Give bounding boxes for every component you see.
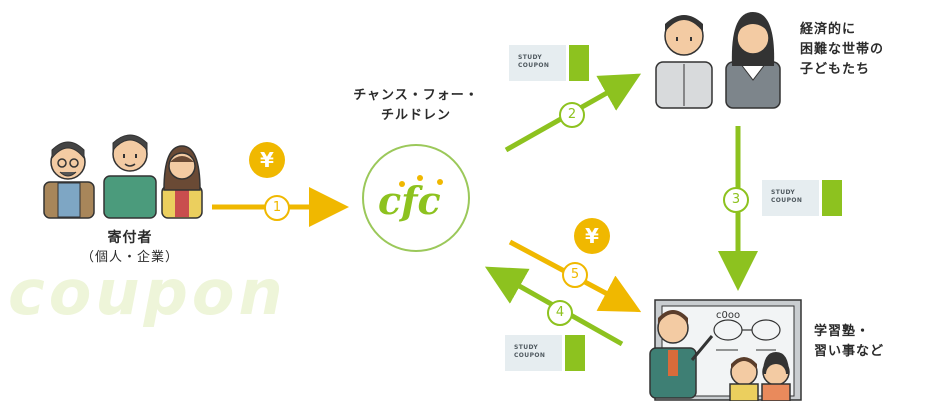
children-illustration [655,12,781,109]
study-coupon-to-children: STUDY COUPON [509,45,589,81]
coupon-line1: STUDY [514,344,539,351]
donor-label: 寄付者 （個人・企業） [70,228,190,268]
coupon-line2: COUPON [518,62,550,69]
coupon-watermark: coupon [8,256,287,329]
organization-label: チャンス・フォー・ チルドレン [336,86,496,126]
study-coupon-to-org: STUDY COUPON [505,335,585,371]
school-line1: 学習塾・ [814,324,871,339]
step-4-badge: 4 [547,300,573,326]
donors-illustration [43,134,203,219]
school-label: 学習塾・ 習い事など [814,322,932,362]
yen-badge-payment: ¥ [574,218,610,254]
children-line1: 経済的に [800,22,857,37]
step-5-badge: 5 [562,262,588,288]
coupon-line2: COUPON [514,352,546,359]
coupon-line1: STUDY [771,189,796,196]
children-line3: 子どもたち [800,62,871,77]
school-line2: 習い事など [814,344,885,359]
organization-logo-circle [362,144,470,252]
step-2-badge: 2 [559,102,585,128]
org-name-line2: チルドレン [380,108,451,123]
study-coupon-to-school: STUDY COUPON [762,180,842,216]
yen-badge-donation: ¥ [249,142,285,178]
school-illustration: c0oo [649,299,802,401]
children-line2: 困難な世帯の [800,42,885,57]
step-1-badge: 1 [264,195,290,221]
svg-text:c0oo: c0oo [716,310,740,321]
children-label: 経済的に 困難な世帯の 子どもたち [800,20,930,80]
coupon-line1: STUDY [518,54,543,61]
donor-title: 寄付者 [107,230,153,246]
org-name-line1: チャンス・フォー・ [353,88,479,103]
coupon-line2: COUPON [771,197,803,204]
donor-subtitle: （個人・企業） [80,250,179,265]
step-3-badge: 3 [723,187,749,213]
